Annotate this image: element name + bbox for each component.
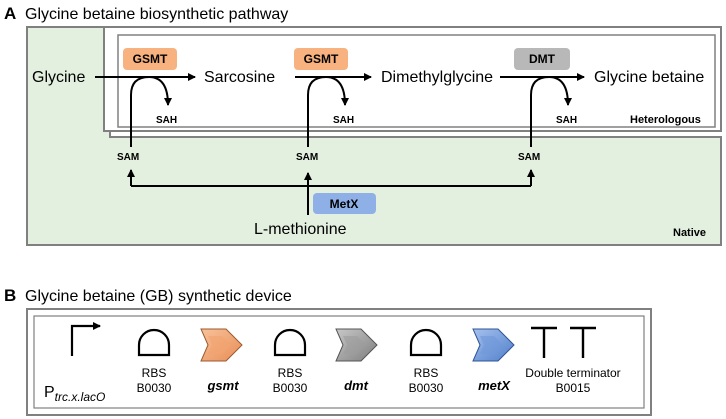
- device-inner-frame: [33, 315, 645, 409]
- double-terminator-icon: [531, 326, 596, 358]
- sam-sah-arrow-3: [530, 75, 572, 147]
- promoter-icon: [70, 322, 101, 356]
- sah-label-2: SAH: [333, 115, 354, 126]
- gsmt-badge-2: [294, 48, 348, 70]
- l-methionine-label: L-methionine: [254, 221, 347, 238]
- sam-label-1: SAM: [117, 152, 139, 163]
- panel-a-letter: A: [4, 4, 16, 23]
- sah-label-3: SAH: [556, 115, 577, 126]
- rbs-label-1: RBS: [142, 366, 167, 380]
- gsmt-label-1: GSMT: [133, 52, 168, 66]
- panel-b-letter: B: [4, 286, 16, 305]
- metx-gene-label: metX: [478, 378, 511, 393]
- dmt-label: DMT: [529, 52, 556, 66]
- gsmt-label-2: GSMT: [304, 52, 339, 66]
- terminator-code: B0015: [556, 381, 591, 395]
- glycine-label: Glycine: [32, 69, 85, 86]
- sarcosine-label: Sarcosine: [204, 69, 275, 86]
- native-label: Native: [673, 227, 706, 239]
- rbs-code-1: B0030: [137, 381, 172, 395]
- metx-label: MetX: [330, 197, 359, 211]
- heterologous-inner-frame: [117, 34, 716, 128]
- dmt-badge: [514, 48, 570, 70]
- device-frame: [26, 308, 652, 416]
- sam-sah-arrow-2: [307, 75, 349, 147]
- sam-sah-arrow-1: [130, 75, 172, 147]
- sam-label-3: SAM: [518, 152, 540, 163]
- rbs-label-2: RBS: [278, 366, 303, 380]
- metx-badge: [313, 193, 376, 214]
- gsmt-gene-highlight: [208, 336, 231, 354]
- rbs-code-2: B0030: [273, 381, 308, 395]
- gsmt-gene-label: gsmt: [206, 378, 239, 393]
- rbs-icon-3: [409, 328, 443, 357]
- rbs-label-3: RBS: [414, 366, 439, 380]
- terminator-label: Double terminator: [525, 366, 620, 380]
- rbs-code-3: B0030: [409, 381, 444, 395]
- dimethylglycine-label: Dimethylglycine: [381, 69, 493, 86]
- sam-label-2: SAM: [296, 152, 318, 163]
- dmt-gene-label: dmt: [344, 378, 369, 393]
- panel-a-title: Glycine betaine biosynthetic pathway: [25, 6, 288, 23]
- dmt-gene-highlight: [343, 336, 366, 354]
- metx-gene-highlight: [480, 336, 503, 354]
- rbs-icon-1: [137, 328, 171, 357]
- gsmt-badge-1: [123, 48, 177, 70]
- heterologous-label: Heterologous: [630, 114, 701, 126]
- rbs-icon-2: [273, 328, 307, 357]
- glycine-betaine-label: Glycine betaine: [594, 69, 704, 86]
- heterologous-region: [103, 26, 722, 132]
- promoter-label: Ptrc.x.lacO: [44, 384, 105, 404]
- panel-b-title: Glycine betaine (GB) synthetic device: [25, 288, 292, 305]
- sah-label-1: SAH: [156, 115, 177, 126]
